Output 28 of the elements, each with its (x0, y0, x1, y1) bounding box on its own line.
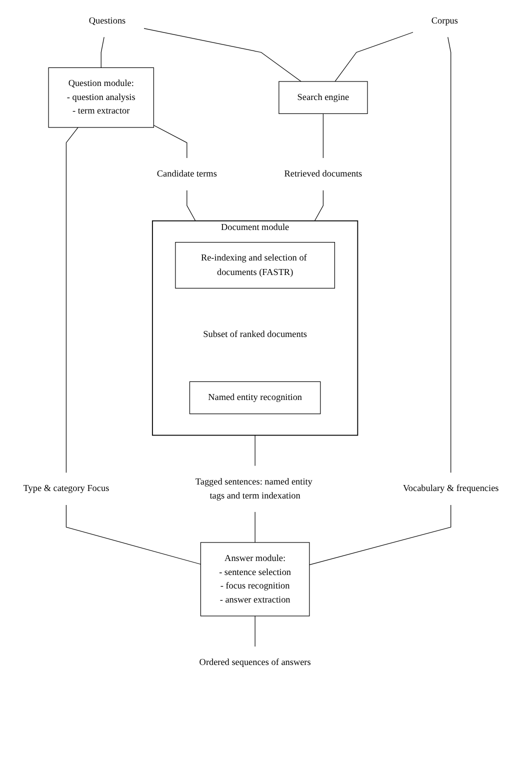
node-box: Re-indexing and selection of documents (FASTR) (175, 242, 335, 289)
connector (100, 36, 104, 68)
connector (334, 32, 414, 82)
node-box: Named entity recognition (189, 381, 321, 414)
connector (66, 504, 201, 565)
connector (254, 512, 256, 543)
node-box: Question module: - question analysis - term extractor (48, 67, 154, 128)
node-text: Tagged sentences: named entity tags and term indexation (195, 476, 312, 501)
connector (448, 36, 452, 474)
connector (153, 124, 188, 158)
node-text: Type & category Focus (23, 484, 110, 494)
connector (66, 127, 78, 474)
connector (309, 504, 452, 566)
node-box: Answer module: - sentence selection - focus recognition - answer extraction (200, 542, 310, 616)
node-text: Retrieved documents (284, 169, 362, 179)
connector (186, 190, 196, 222)
node-text: Candidate terms (156, 169, 217, 179)
node-box: Search engine (278, 81, 368, 114)
connector (314, 190, 324, 222)
connector (144, 28, 302, 82)
node-text: Ordered sequences of answers (199, 658, 311, 668)
node-text: Questions (88, 16, 126, 26)
node-text: Subset of ranked documents (203, 330, 307, 340)
connector (322, 113, 324, 158)
connector (254, 434, 256, 466)
connector (254, 616, 256, 647)
node-text: Vocabulary & frequencies (402, 484, 499, 494)
node-text: Corpus (431, 16, 458, 26)
